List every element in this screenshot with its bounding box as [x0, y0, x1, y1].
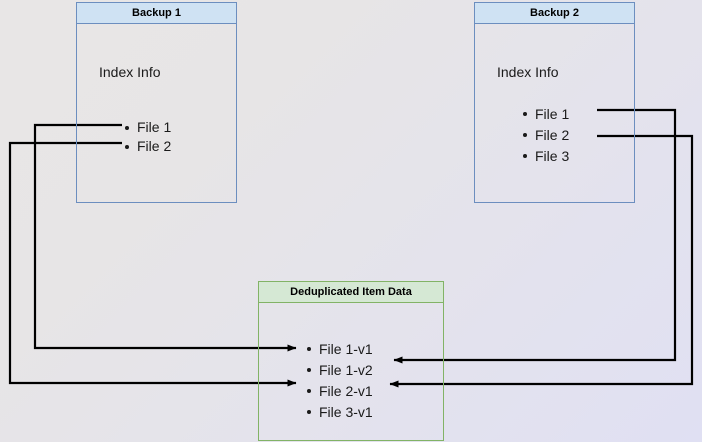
list-item: File 2: [521, 125, 569, 146]
list-item: File 1: [123, 118, 171, 137]
node-deduplicated-file-list: File 1-v1 File 1-v2 File 2-v1 File 3-v1: [305, 339, 373, 423]
node-deduplicated-item-data-body: File 1-v1 File 1-v2 File 2-v1 File 3-v1: [259, 303, 443, 440]
node-backup-2-file-list: File 1 File 2 File 3: [521, 104, 569, 167]
node-backup-1-file-list: File 1 File 2: [123, 118, 171, 156]
list-item: File 3: [521, 146, 569, 167]
list-item: File 1: [521, 104, 569, 125]
node-backup-1-title: Backup 1: [77, 3, 236, 24]
node-backup-1-body: Index Info File 1 File 2: [77, 24, 236, 202]
node-deduplicated-item-data[interactable]: Deduplicated Item Data File 1-v1 File 1-…: [258, 281, 444, 441]
node-deduplicated-item-data-title: Deduplicated Item Data: [259, 282, 443, 303]
list-item: File 1-v1: [305, 339, 373, 360]
node-backup-2-index-label: Index Info: [497, 64, 559, 80]
node-backup-2-title: Backup 2: [475, 3, 634, 24]
node-backup-1-index-label: Index Info: [99, 64, 161, 80]
list-item: File 3-v1: [305, 402, 373, 423]
list-item: File 2: [123, 137, 171, 156]
list-item: File 1-v2: [305, 360, 373, 381]
node-backup-1[interactable]: Backup 1 Index Info File 1 File 2: [76, 2, 237, 203]
node-backup-2[interactable]: Backup 2 Index Info File 1 File 2 File 3: [474, 2, 635, 203]
list-item: File 2-v1: [305, 381, 373, 402]
node-backup-2-body: Index Info File 1 File 2 File 3: [475, 24, 634, 202]
